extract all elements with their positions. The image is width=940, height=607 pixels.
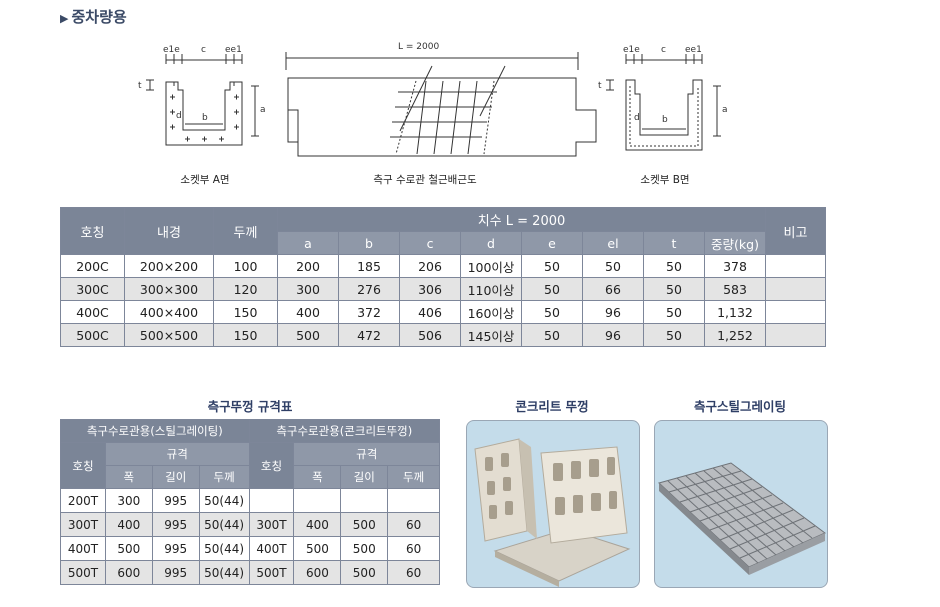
svg-text:t: t [138,81,142,91]
cover-spec-table: 측구수로관용(스틸그레이팅) 측구수로관용(콘크리트뚜껑) 호칭 규격 호칭 규… [60,419,441,585]
group-concrete-cover: 측구수로관용(콘크리트뚜껑) [248,419,441,443]
subheader-t: t [643,231,705,255]
header-code: 호칭 [60,207,125,255]
section-title: ▶중차량용 [60,8,127,26]
svg-text:e1e: e1e [623,45,640,55]
right-header-code: 호칭 [248,442,295,489]
subheader-d: d [460,231,522,255]
svg-text:b: b [202,113,208,123]
left-header-code: 호칭 [60,442,106,489]
header-note: 비고 [765,207,826,255]
right-sub-width: 폭 [293,465,342,489]
steel-grating-photo [654,420,828,588]
subheader-c: c [399,231,461,255]
svg-text:d: d [176,111,182,121]
left-sub-thick: 두께 [198,465,250,489]
svg-text:b: b [662,115,668,125]
left-header-spec: 규격 [104,442,250,466]
subheader-b: b [338,231,400,255]
svg-text:ee1: ee1 [225,45,242,55]
header-thick: 두께 [213,207,278,255]
triangle-bullet-icon: ▶ [60,12,69,25]
svg-text:c: c [661,45,666,55]
socket-a-caption: 소켓부 A면 [180,174,230,186]
svg-text:a: a [722,105,728,115]
cover-table-title: 측구뚜껑 규격표 [207,399,293,414]
left-sub-length: 길이 [151,465,200,489]
svg-text:ee1: ee1 [685,45,702,55]
group-steel-grating: 측구수로관용(스틸그레이팅) [60,419,250,443]
socket-b-diagram: e1e c ee1 t a d b [598,45,728,151]
concrete-cover-title: 콘크리트 뚜껑 [515,399,589,414]
concrete-cover-illustration [474,438,631,587]
right-header-spec: 규격 [293,442,440,466]
svg-text:t: t [598,81,602,91]
steel-grating-title: 측구스틸그레이팅 [693,399,786,414]
right-sub-thick: 두께 [387,465,440,489]
rebar-caption: 측구 수로관 철근배근도 [373,174,477,186]
steel-grating-illustration [658,462,826,575]
header-inner: 내경 [124,207,214,255]
rebar-diagram: L = 2000 [285,42,597,157]
subheader-weight: 중량(kg) [704,231,766,255]
dimension-table: 호칭 내경 두께 치수 L = 2000 비고 a b c d e el t 중… [60,207,826,347]
left-sub-width: 폭 [104,465,153,489]
subheader-e: e [521,231,583,255]
concrete-cover-photo [466,420,640,588]
svg-text:e1e: e1e [163,45,180,55]
right-sub-length: 길이 [340,465,389,489]
svg-text:a: a [260,105,266,115]
subheader-a: a [277,231,339,255]
header-dim-group: 치수 L = 2000 [277,207,766,232]
socket-b-caption: 소켓부 B면 [640,174,690,186]
svg-text:c: c [201,45,206,55]
socket-a-diagram: e1e c ee1 t a d b [138,45,266,146]
subheader-el: el [582,231,644,255]
svg-text:d: d [634,113,640,123]
svg-text:L = 2000: L = 2000 [398,42,439,52]
